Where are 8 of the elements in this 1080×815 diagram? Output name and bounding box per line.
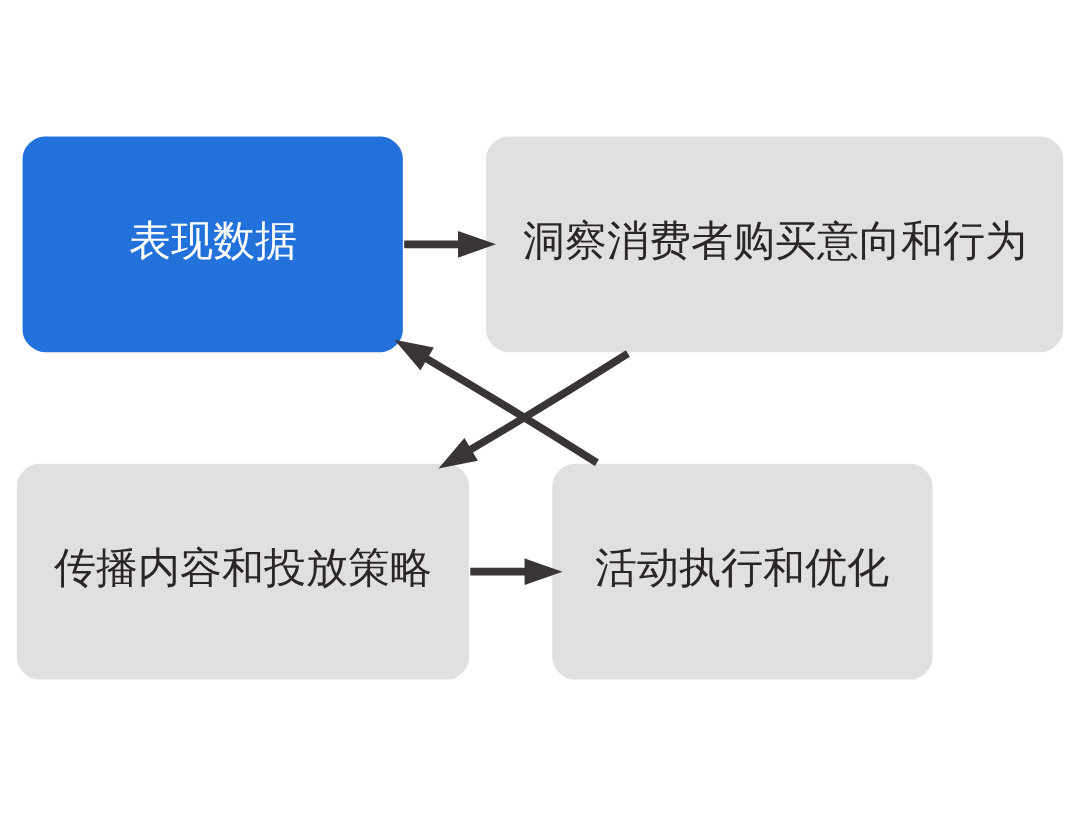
arrow xyxy=(438,349,630,469)
node-box: 洞察消费者购买意向和行为 xyxy=(484,134,1065,354)
arrow xyxy=(470,557,563,585)
node-box: 活动执行和优化 xyxy=(550,461,935,681)
node-box: 传播内容和投放策略 xyxy=(15,461,471,681)
arrow xyxy=(394,339,599,466)
node-box: 表现数据 xyxy=(20,134,405,354)
arrow xyxy=(404,230,496,258)
